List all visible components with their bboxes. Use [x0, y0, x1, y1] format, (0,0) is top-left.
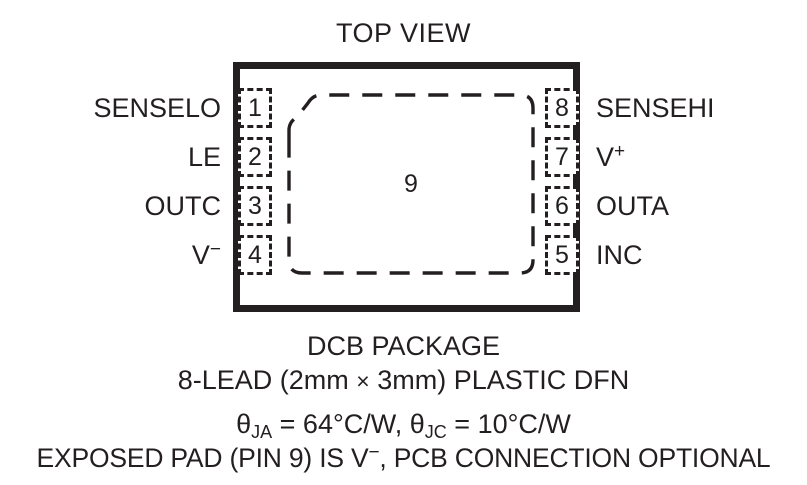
pin-label-text: V — [596, 142, 615, 172]
caption-package-spec: 8-LEAD (2mm × 3mm) PLASTIC DFN — [0, 363, 807, 398]
pin-label-text: OUTA — [596, 191, 669, 221]
pin-pad-1[interactable]: 1 — [238, 88, 272, 128]
caption-thermal-resistance: θJA = 64°C/W, θJC = 10°C/W — [0, 407, 807, 441]
caption-pcb-connection-text: , PCB CONNECTION OPTIONAL — [379, 443, 771, 473]
pin-label-v-plus: V+ — [596, 137, 625, 177]
pin-label-outc: OUTC — [145, 186, 222, 226]
pin-number-7: 7 — [555, 142, 569, 171]
pin-pad-7[interactable]: 7 — [545, 137, 579, 177]
minus-sign-superscript: − — [209, 239, 221, 260]
pin-label-text: LE — [187, 142, 221, 172]
pin-label-sense-hi: SENSEHI — [596, 88, 715, 128]
pin-pad-3[interactable]: 3 — [238, 186, 272, 226]
theta-ja-symbol: θ — [236, 409, 252, 439]
pin-label-text: SENSELO — [93, 93, 221, 123]
pin-number-6: 6 — [555, 191, 569, 220]
theta-jc-symbol: θ — [409, 409, 425, 439]
theta-jc-subscript: JC — [424, 422, 447, 442]
minus-sign-superscript: − — [368, 442, 380, 463]
pin-label-v-minus: V− — [192, 235, 221, 275]
pin-number-5: 5 — [555, 240, 569, 269]
caption-block: DCB PACKAGE 8-LEAD (2mm × 3mm) PLASTIC D… — [0, 329, 807, 475]
pin-number-8: 8 — [555, 93, 569, 122]
pin-label-outa: OUTA — [596, 186, 669, 226]
pin-pad-5[interactable]: 5 — [545, 235, 579, 275]
pin-number-2: 2 — [248, 142, 262, 171]
pin-pad-4[interactable]: 4 — [238, 235, 272, 275]
exposed-pad-outline — [287, 93, 535, 275]
pin-label-text: V — [191, 240, 210, 270]
theta-ja-subscript: JA — [251, 422, 273, 442]
caption-package-name: DCB PACKAGE — [306, 331, 501, 361]
pin-pad-8[interactable]: 8 — [545, 88, 579, 128]
pin-pad-2[interactable]: 2 — [238, 137, 272, 177]
pin-label-text: INC — [596, 240, 643, 270]
pin-label-inc: INC — [596, 235, 643, 275]
multiply-sign: × — [356, 368, 370, 394]
pin-number-3: 3 — [248, 191, 262, 220]
caption-lead-count: 8-LEAD (2mm — [177, 365, 357, 395]
theta-ja-value: = 64°C/W, — [272, 409, 410, 439]
pin-label-sense-lo: SENSELO — [93, 88, 221, 128]
caption-exposed-pad-text: EXPOSED PAD (PIN 9) IS V — [36, 443, 369, 473]
caption-exposed-pad-note: EXPOSED PAD (PIN 9) IS V−, PCB CONNECTIO… — [0, 441, 807, 475]
pin-label-le: LE — [188, 137, 221, 177]
plus-sign-superscript: + — [614, 141, 626, 162]
pin-pad-6[interactable]: 6 — [545, 186, 579, 226]
page-title: TOP VIEW — [335, 18, 472, 48]
caption-dimensions: 3mm) PLASTIC DFN — [369, 365, 630, 395]
theta-jc-value: = 10°C/W — [446, 409, 571, 439]
pin-number-4: 4 — [248, 240, 262, 269]
pin-label-text: OUTC — [144, 191, 222, 221]
pin-label-text: SENSEHI — [596, 93, 715, 123]
pin-number-1: 1 — [248, 93, 262, 122]
